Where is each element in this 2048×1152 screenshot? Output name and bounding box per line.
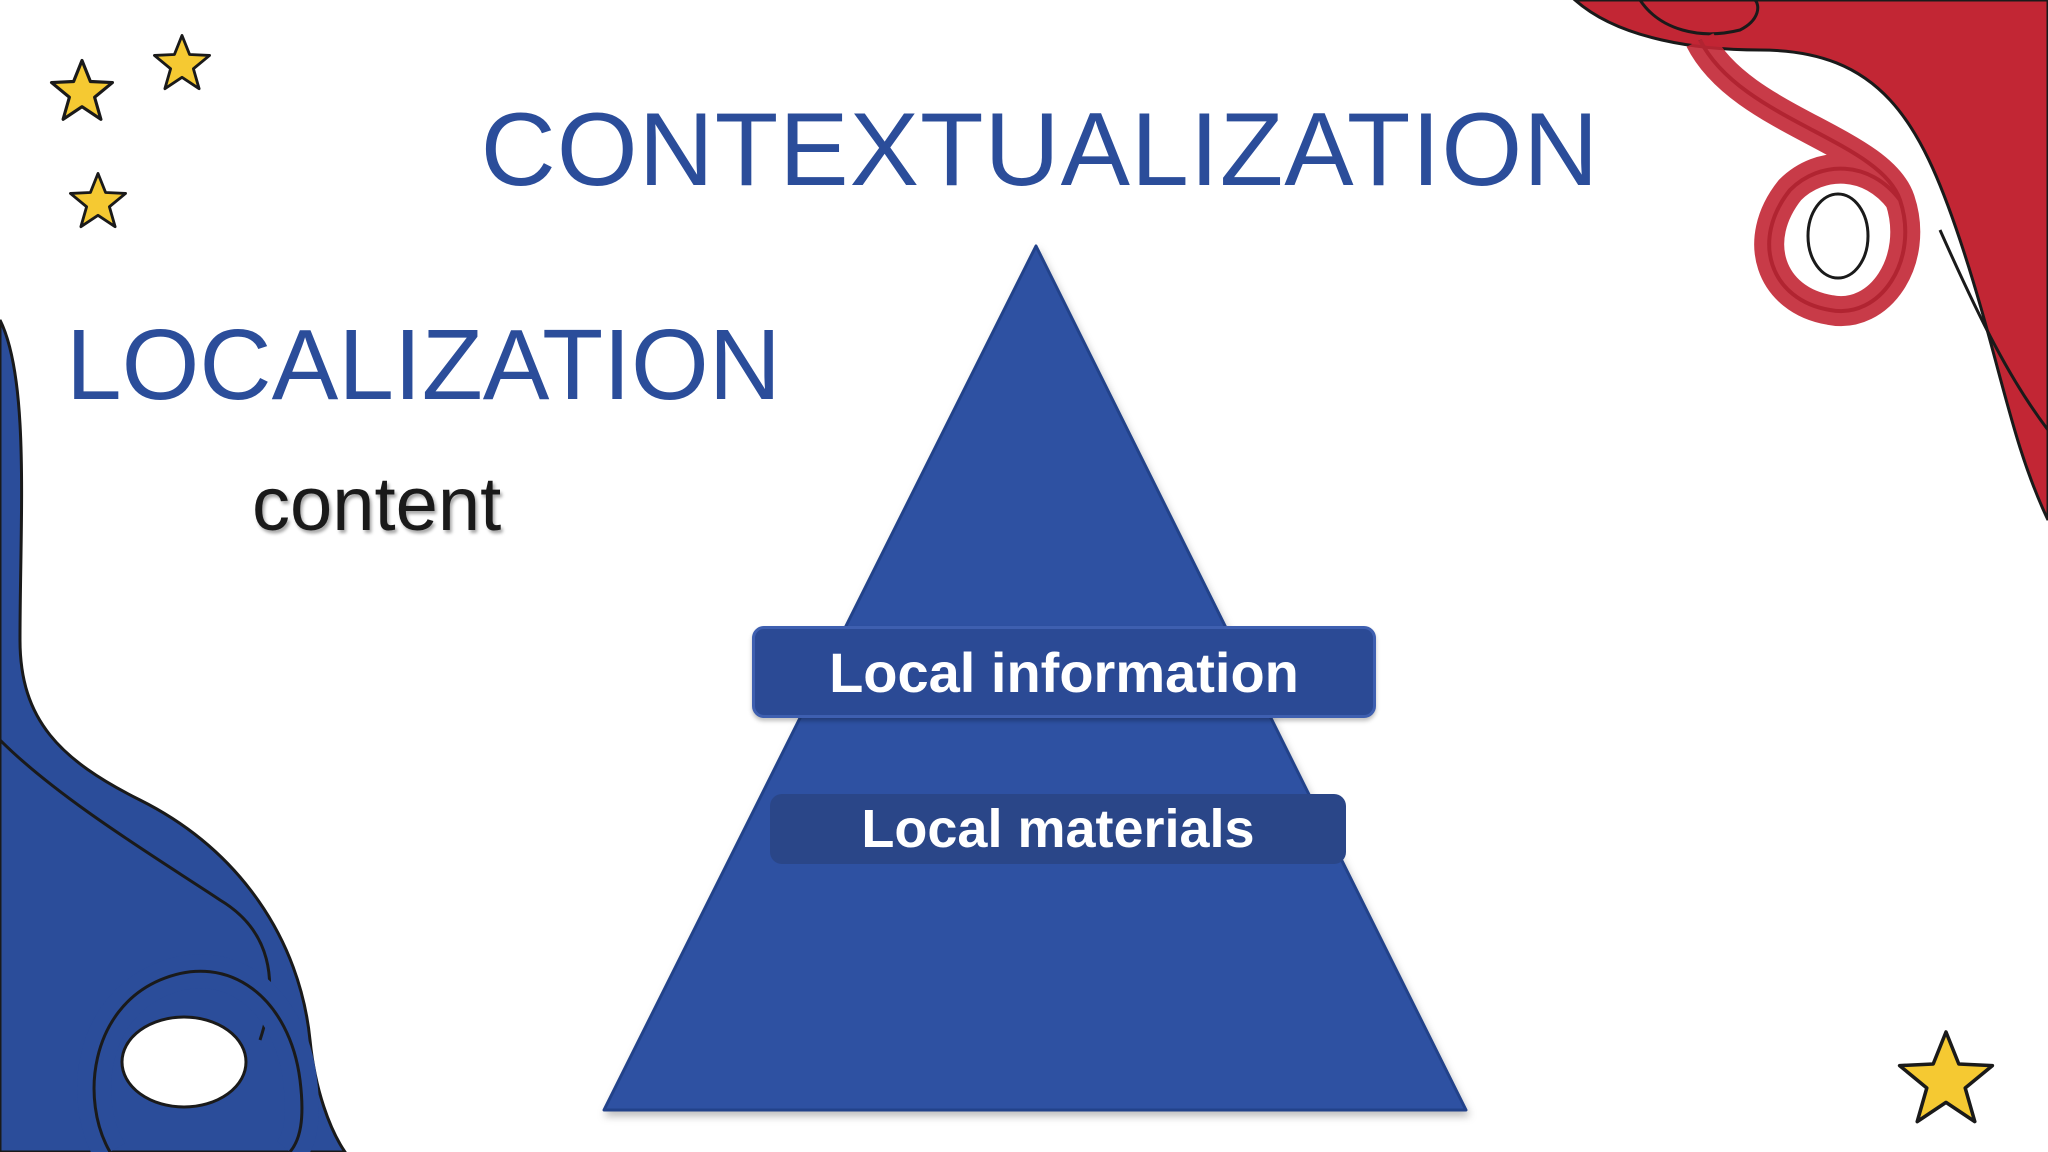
star-icon bbox=[1897, 1030, 1995, 1124]
slide-caption: content bbox=[252, 462, 502, 547]
pyramid-tier-local-information: Local information bbox=[752, 626, 1376, 718]
blue-ribbon-decoration bbox=[0, 319, 347, 1152]
red-ribbon-decoration bbox=[1572, 0, 2048, 521]
slide-title: CONTEXTUALIZATION bbox=[480, 92, 1600, 208]
slide-subtitle: LOCALIZATION bbox=[66, 309, 781, 421]
star-icon bbox=[49, 58, 115, 121]
pyramid-tier-local-materials: Local materials bbox=[770, 794, 1346, 864]
star-icon bbox=[153, 34, 211, 91]
star-icon bbox=[69, 172, 127, 229]
